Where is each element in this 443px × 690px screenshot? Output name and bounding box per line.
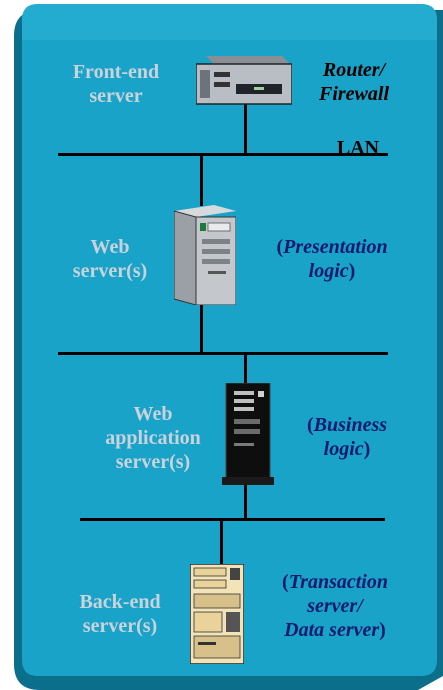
web-role-line1: Web — [90, 236, 130, 258]
router-connector — [244, 104, 247, 154]
paren-open: ( — [276, 236, 284, 258]
paren-close: ) — [363, 438, 371, 460]
backend-role-label: Back-end server(s) — [60, 590, 180, 638]
paren-close: ) — [348, 260, 356, 282]
app-server-down-connector — [244, 483, 247, 520]
frontend-role-label: Front-end server — [56, 60, 176, 108]
business-tier-line — [80, 518, 385, 521]
backend-role-line2: server(s) — [82, 615, 158, 637]
backend-role-line1: Back-end — [79, 591, 161, 613]
data-server-text: Data server — [284, 619, 380, 641]
paren-open: ( — [282, 571, 289, 593]
rack-server-icon — [190, 564, 244, 664]
app-server-connector — [244, 354, 247, 384]
lan-text: LAN — [336, 137, 380, 159]
lan-line — [58, 153, 388, 156]
presentation-tier-line — [58, 352, 388, 355]
black-tower-server-icon — [222, 383, 274, 485]
app-role-line1: Web — [133, 403, 173, 425]
presentation-text: Presentation — [283, 236, 388, 258]
transaction-data-server-note: (Transaction server/ Data server) — [256, 570, 414, 642]
paren-open: ( — [306, 414, 314, 436]
logic-text: logic — [308, 260, 349, 282]
server-text: server/ — [307, 595, 363, 617]
tower-server-icon — [174, 205, 236, 305]
web-role-line2: server(s) — [72, 260, 148, 282]
frontend-role-line2: server — [89, 85, 143, 107]
logic-text: logic — [323, 438, 364, 460]
paren-close: ) — [379, 619, 386, 641]
business-text: Business — [313, 414, 388, 436]
backend-connector — [220, 520, 223, 565]
app-server-role-label: Web application server(s) — [88, 402, 218, 474]
web-server-role-label: Web server(s) — [58, 235, 162, 283]
app-role-line3: server(s) — [115, 451, 191, 473]
app-role-line2: application — [105, 427, 201, 449]
firewall-label: Firewall — [318, 83, 389, 105]
router-label: Router/ — [322, 59, 386, 81]
router-icon — [196, 56, 292, 105]
presentation-logic-note: (Presentation logic) — [256, 235, 408, 283]
transaction-text: Transaction — [288, 571, 388, 593]
business-logic-note: (Business logic) — [288, 413, 406, 461]
web-server-down-connector — [200, 305, 203, 353]
web-server-connector — [200, 154, 203, 206]
frontend-role-line1: Front-end — [72, 61, 160, 83]
router-firewall-label: Router/ Firewall — [300, 58, 408, 106]
lan-label: LAN — [326, 136, 390, 160]
